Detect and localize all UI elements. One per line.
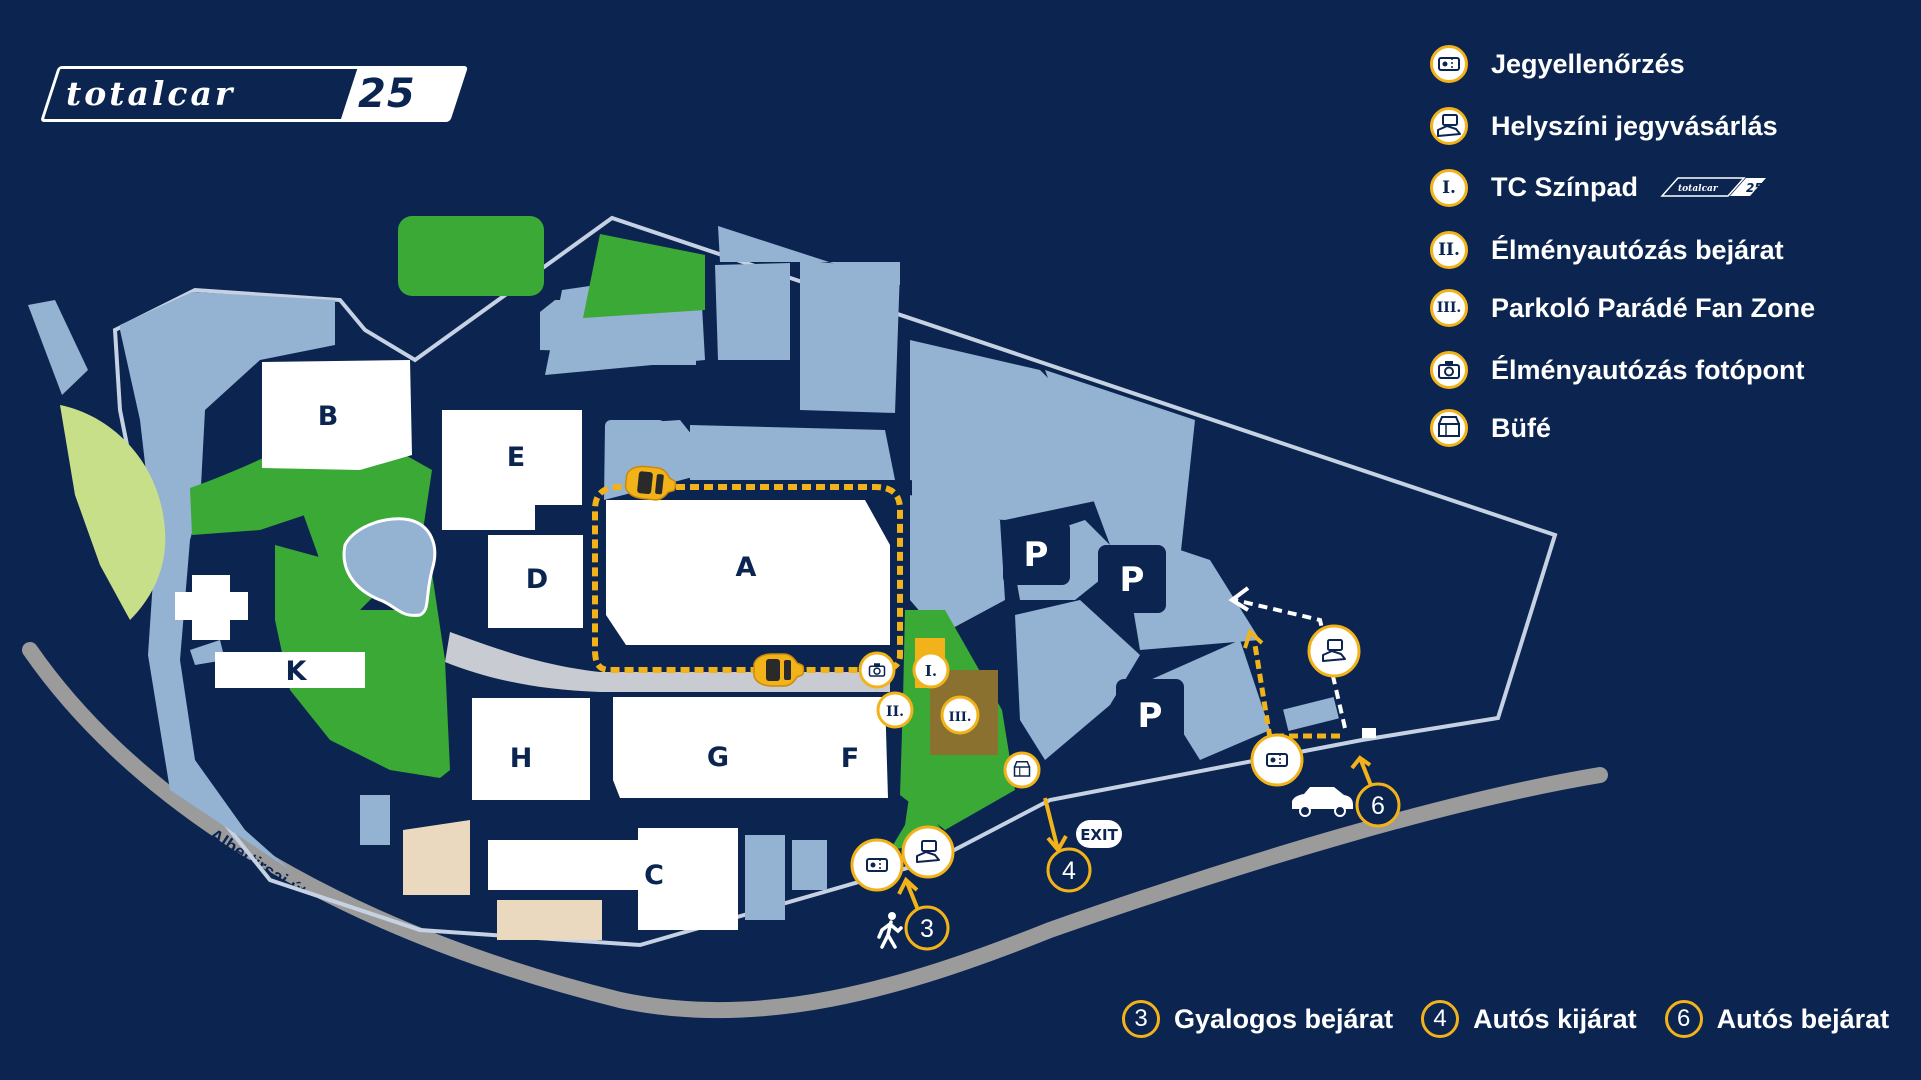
svg-text:II.: II. (886, 704, 904, 720)
legend-label: TC Színpad totalcar 25 (1491, 172, 1768, 204)
parking-badge-1: P (1003, 521, 1070, 585)
marker-ii: II. (876, 691, 914, 729)
legend-item-stage-one: I. TC Színpad totalcar 25 (1430, 160, 1910, 216)
totalcar-mini-logo: totalcar 25 (1658, 173, 1768, 204)
lime-field (60, 405, 166, 620)
logo-number: 25 (358, 71, 416, 117)
entrance-3-badge: 3 (904, 905, 950, 951)
sand-areas (403, 820, 602, 940)
camera-icon (1430, 351, 1468, 389)
svg-text:I.: I. (925, 662, 937, 680)
buffet-icon (1430, 409, 1468, 447)
building-k-label: K (286, 656, 308, 687)
legend-label: Parkoló Parádé Fan Zone (1491, 292, 1816, 323)
entry-6-arrow (1350, 755, 1374, 789)
legend-label: Autós bejárat (1716, 1003, 1890, 1034)
walk-route-arrowhead (1228, 586, 1250, 612)
svg-text:25: 25 (1746, 181, 1763, 195)
driving-route (592, 484, 903, 673)
totalcar-25-logo: totalcar 25 (40, 66, 469, 122)
building-c-label: C (644, 860, 664, 891)
marker-i: I. (912, 651, 950, 689)
svg-text:P: P (1120, 560, 1145, 600)
building-d-label: D (526, 564, 548, 595)
stage-two-icon: II. (1430, 231, 1468, 269)
car-entry-arrowhead (1243, 628, 1264, 649)
entrance-legend: 3 Gyalogos bejárat 4 Autós kijárat 6 Aut… (1122, 1000, 1889, 1038)
svg-text:4: 4 (1062, 857, 1076, 885)
map-legend: Jegyellenőrzés Helyszíni jegyvásárlás I.… (1430, 36, 1910, 462)
building-a-label: A (736, 552, 757, 583)
building-g-label: G (707, 742, 729, 773)
legend-item-stage-three: III. Parkoló Parádé Fan Zone (1430, 280, 1910, 336)
parking-badge-2: P (1098, 545, 1166, 613)
number-badge: 3 (1122, 1000, 1160, 1038)
svg-text:totalcar: totalcar (1678, 184, 1719, 194)
legend-label-text: TC Színpad (1491, 171, 1638, 202)
ticket-check-map-icon-east (1250, 733, 1304, 787)
legend-label: Autós kijárat (1473, 1003, 1637, 1034)
legend-item-buffet: Büfé (1430, 400, 1910, 456)
buildings (175, 360, 890, 930)
legend-label: Élményautózás bejárat (1491, 234, 1784, 265)
legend-item-ticket-purchase: Helyszíni jegyvásárlás (1430, 98, 1910, 154)
walk-route (1234, 598, 1347, 729)
albertirsai-road (22, 642, 1608, 1019)
car-entry-route (1252, 644, 1273, 739)
marker-iii: III. (940, 695, 980, 735)
svg-text:P: P (1024, 535, 1049, 575)
camera-map-icon (858, 651, 896, 689)
parking-badge-3: P (1116, 679, 1184, 747)
svg-text:EXIT: EXIT (1080, 826, 1118, 844)
exit-sign: EXIT (1076, 820, 1122, 848)
exit-4-badge: 4 (1046, 847, 1092, 893)
ticket-purchase-map-icon-south (901, 825, 955, 879)
building-h-label: H (510, 743, 533, 774)
legend-label: Helyszíni jegyvásárlás (1491, 110, 1778, 141)
light-areas (28, 226, 1339, 920)
legend-item-stage-two: II. Élményautózás bejárat (1430, 222, 1910, 278)
car-icon-white (1292, 787, 1353, 817)
svg-text:III.: III. (949, 710, 972, 725)
legend-label: Gyalogos bejárat (1174, 1003, 1394, 1034)
legend-label: Élményautózás fotópont (1491, 354, 1805, 385)
legend-pedestrian-entrance: 3 Gyalogos bejárat (1122, 1000, 1393, 1038)
legend-item-photo-point: Élményautózás fotópont (1430, 342, 1910, 398)
gate-marker (1362, 728, 1376, 738)
ticket-check-icon (1430, 45, 1468, 83)
legend-car-entrance: 6 Autós bejárat (1664, 1000, 1890, 1038)
legend-label: Büfé (1491, 412, 1551, 443)
pedestrian-icon (877, 912, 903, 949)
pond (342, 517, 437, 617)
ticket-purchase-icon (1430, 107, 1468, 145)
ticket-check-map-icon-south (850, 838, 904, 892)
svg-text:6: 6 (1371, 792, 1385, 820)
building-f-label: F (841, 743, 859, 774)
buffet-map-icon (1003, 751, 1041, 789)
exit-4-arrow (1043, 797, 1068, 854)
logo-wordmark: totalcar (66, 74, 236, 113)
stage-one-icon: I. (1430, 169, 1468, 207)
number-badge: 6 (1664, 1000, 1703, 1038)
legend-item-ticket-check: Jegyellenőrzés (1430, 36, 1910, 92)
legend-car-exit: 4 Autós kijárat (1421, 1000, 1637, 1038)
ticket-purchase-map-icon-east (1307, 624, 1361, 678)
building-b-label: B (318, 401, 339, 432)
svg-text:P: P (1138, 696, 1163, 736)
number-badge: 4 (1421, 1000, 1460, 1038)
entrance-6-badge: 6 (1355, 782, 1401, 828)
legend-label: Jegyellenőrzés (1491, 48, 1685, 79)
svg-text:3: 3 (920, 915, 934, 943)
building-e-label: E (507, 442, 525, 473)
stage-three-icon: III. (1430, 289, 1468, 327)
